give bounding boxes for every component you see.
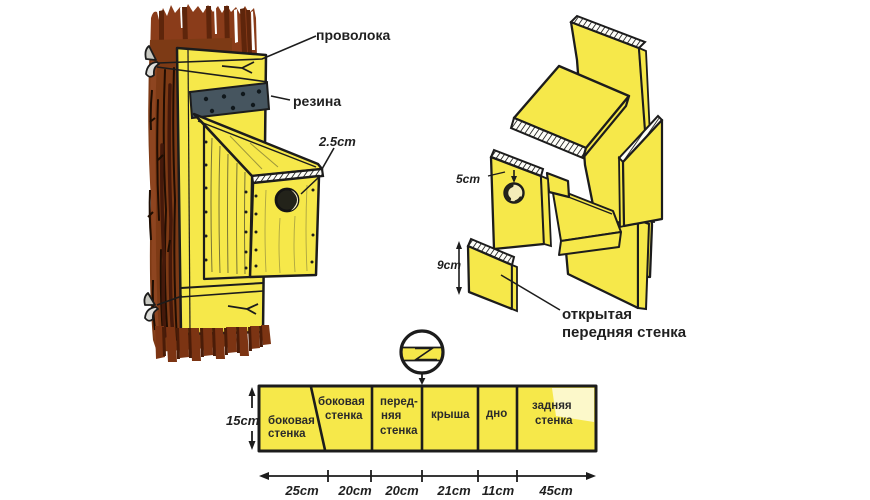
svg-text:няя: няя [381, 410, 401, 422]
svg-text:2.5cm: 2.5cm [318, 134, 356, 149]
svg-text:открытая: открытая [562, 306, 632, 323]
svg-text:5cm: 5cm [456, 172, 480, 186]
svg-text:боковая: боковая [268, 415, 315, 427]
svg-text:25cm: 25cm [284, 483, 319, 498]
svg-text:дно: дно [486, 408, 507, 420]
svg-text:стенка: стенка [325, 410, 363, 422]
svg-text:15cm: 15cm [226, 413, 260, 428]
svg-text:стенка: стенка [535, 415, 573, 427]
svg-text:21cm: 21cm [436, 483, 471, 498]
svg-text:задняя: задняя [532, 400, 572, 412]
svg-text:боковая: боковая [318, 396, 365, 408]
svg-text:20cm: 20cm [337, 483, 372, 498]
svg-text:стенка: стенка [268, 428, 306, 440]
svg-text:передняя стенка: передняя стенка [562, 324, 687, 341]
svg-text:крыша: крыша [431, 409, 470, 421]
svg-text:резина: резина [293, 93, 341, 109]
svg-text:перед-: перед- [380, 396, 418, 408]
svg-text:45cm: 45cm [538, 483, 573, 498]
svg-text:стенка: стенка [380, 425, 418, 437]
svg-text:11cm: 11cm [482, 483, 515, 498]
svg-text:9cm: 9cm [437, 258, 461, 272]
svg-text:проволока: проволока [316, 27, 390, 43]
svg-text:20cm: 20cm [384, 483, 419, 498]
